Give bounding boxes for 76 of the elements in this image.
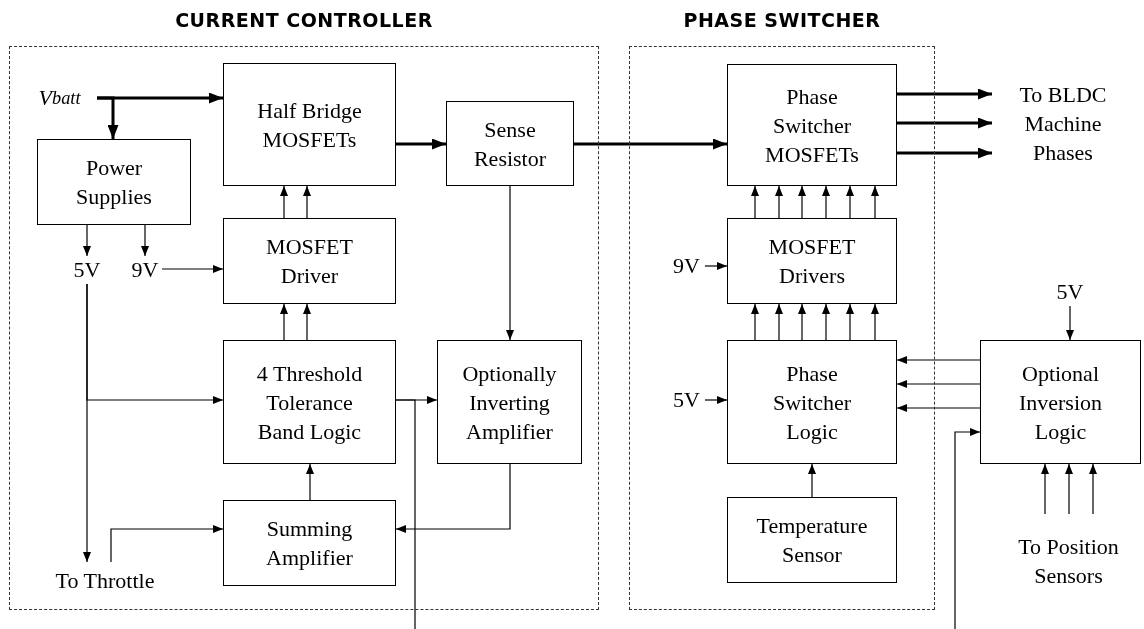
arrow bbox=[822, 303, 830, 341]
box-label: Half Bridge MOSFETs bbox=[256, 96, 363, 154]
arrow bbox=[897, 88, 992, 100]
process-box bbox=[727, 340, 897, 464]
signal-label: To Throttle bbox=[25, 562, 185, 600]
arrow bbox=[798, 303, 806, 341]
box-label: MOSFET Driver bbox=[265, 233, 354, 290]
process-box bbox=[223, 63, 396, 186]
signal-label: 9V bbox=[668, 252, 705, 280]
arrow bbox=[751, 185, 759, 219]
signal-label: 5V bbox=[71, 256, 103, 284]
arrow bbox=[775, 185, 783, 219]
signal-label: To Position Sensors bbox=[994, 514, 1143, 608]
arrow bbox=[1089, 463, 1097, 515]
arrow bbox=[775, 303, 783, 341]
arrow bbox=[395, 463, 511, 533]
arrow bbox=[110, 525, 224, 563]
process-box bbox=[980, 340, 1141, 464]
connector-line bbox=[395, 399, 416, 629]
process-box bbox=[727, 497, 897, 583]
box-label: Optional Inversion Logic bbox=[1017, 359, 1104, 446]
arrow bbox=[280, 303, 288, 341]
box-label: 4 Threshold Tolerance Band Logic bbox=[255, 359, 364, 446]
arrow bbox=[897, 147, 992, 159]
arrow bbox=[954, 428, 981, 629]
arrow bbox=[871, 303, 879, 341]
process-box bbox=[727, 64, 897, 186]
arrow bbox=[808, 463, 816, 498]
arrow bbox=[161, 265, 224, 273]
arrow bbox=[574, 138, 727, 150]
process-box bbox=[446, 101, 574, 186]
arrow bbox=[704, 396, 728, 404]
process-box bbox=[223, 340, 396, 464]
box-label: Sense Resistor bbox=[472, 115, 548, 173]
group-title: PHASE SWITCHER bbox=[683, 9, 881, 31]
arrow bbox=[896, 380, 981, 388]
arrow bbox=[303, 185, 311, 219]
box-label: Power Supplies bbox=[75, 154, 153, 211]
box-label: Phase Switcher MOSFETs bbox=[764, 82, 860, 169]
arrow bbox=[798, 185, 806, 219]
process-box bbox=[727, 218, 897, 304]
arrow bbox=[306, 463, 314, 501]
process-box bbox=[437, 340, 582, 464]
arrow bbox=[751, 303, 759, 341]
arrow bbox=[1066, 305, 1074, 341]
arrow bbox=[83, 224, 91, 257]
signal-label: 5V bbox=[1052, 278, 1088, 306]
process-box bbox=[37, 139, 191, 225]
arrow bbox=[396, 138, 446, 150]
arrow bbox=[871, 185, 879, 219]
arrow bbox=[846, 303, 854, 341]
arrow bbox=[506, 185, 514, 341]
box-label: Summing Amplifier bbox=[265, 515, 354, 572]
signal-label: 5V bbox=[668, 386, 705, 414]
process-box bbox=[223, 500, 396, 586]
arrow bbox=[896, 356, 981, 364]
group-title: CURRENT CONTROLLER bbox=[175, 9, 433, 31]
arrow bbox=[303, 303, 311, 341]
arrow bbox=[1065, 463, 1073, 515]
arrow bbox=[704, 262, 728, 270]
arrow bbox=[86, 283, 224, 404]
signal-label: To BLDC Machine Phases bbox=[992, 76, 1134, 170]
process-box bbox=[223, 218, 396, 304]
arrow bbox=[1041, 463, 1049, 515]
arrow bbox=[141, 224, 149, 257]
arrow bbox=[280, 185, 288, 219]
arrow bbox=[897, 117, 992, 129]
arrow bbox=[846, 185, 854, 219]
box-label: Optionally Inverting Amplifier bbox=[461, 359, 558, 446]
signal-label: 9V bbox=[128, 256, 162, 284]
arrow bbox=[97, 96, 119, 139]
box-label: Phase Switcher Logic bbox=[771, 359, 853, 446]
box-label: Temperature Sensor bbox=[755, 512, 869, 569]
box-label: MOSFET Drivers bbox=[767, 233, 857, 290]
arrow bbox=[896, 404, 981, 412]
arrow bbox=[822, 185, 830, 219]
